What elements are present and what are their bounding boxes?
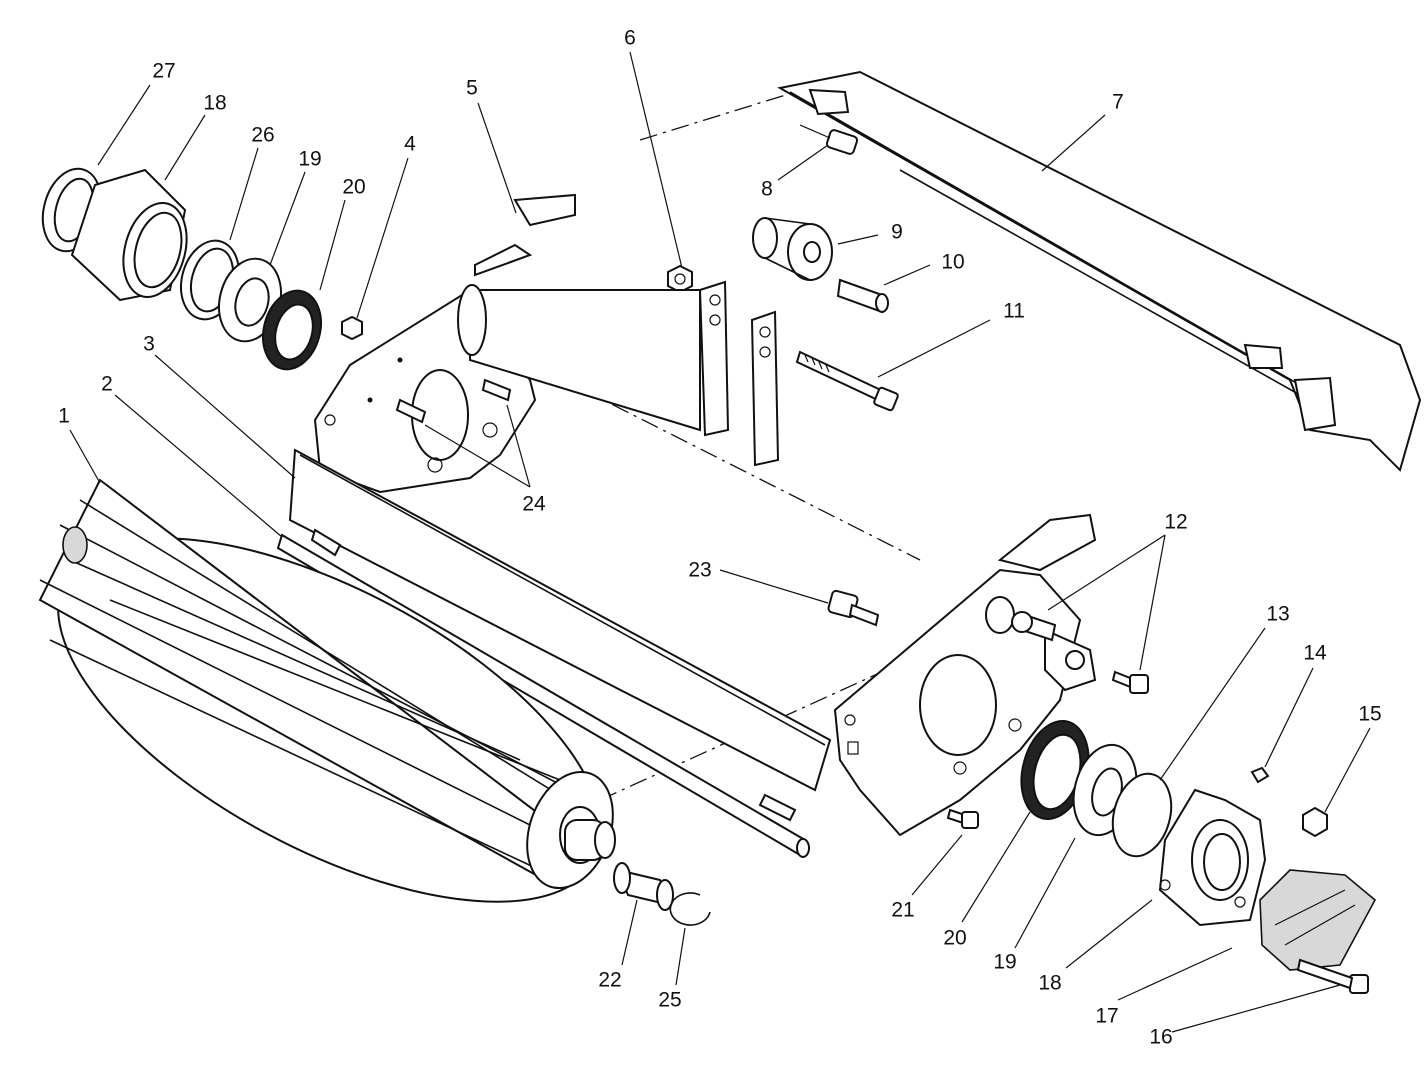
callout-labels: 27 18 26 19 20 4 5 6 7 8 9 10 11 3 2 1 2… (58, 27, 1382, 1049)
cutting-reel (38, 478, 616, 903)
callout-9: 9 (891, 221, 903, 244)
leader-lines (69, 51, 1371, 1033)
adjuster-bracket (1011, 611, 1149, 694)
callout-2: 2 (101, 373, 113, 396)
frame-nut (667, 264, 693, 294)
callout-15: 15 (1358, 703, 1381, 726)
callout-18-right: 18 (1038, 972, 1061, 995)
callout-14: 14 (1303, 642, 1327, 665)
callout-20-right: 20 (943, 927, 966, 950)
roller-pin (836, 278, 889, 314)
callout-11: 11 (1003, 300, 1025, 323)
callout-1: 1 (58, 405, 70, 428)
callout-7: 7 (1112, 91, 1124, 114)
callout-19-left: 19 (298, 148, 321, 171)
callout-19-right: 19 (993, 951, 1016, 974)
shield-bolt (799, 124, 859, 155)
callout-3: 3 (143, 333, 155, 356)
callout-21: 21 (891, 899, 914, 922)
callout-16: 16 (1149, 1026, 1172, 1049)
callout-17: 17 (1095, 1005, 1118, 1028)
callout-20-left: 20 (342, 176, 365, 199)
callout-4: 4 (404, 133, 416, 156)
callout-13: 13 (1266, 603, 1289, 626)
callout-8: 8 (761, 178, 773, 201)
callout-23: 23 (688, 559, 711, 582)
top-shield (777, 70, 1422, 472)
callout-27: 27 (152, 60, 175, 83)
reel-spacer (613, 862, 674, 911)
callout-22: 22 (598, 969, 621, 992)
callout-6: 6 (624, 27, 636, 50)
callout-26: 26 (251, 124, 274, 147)
bedknife-bar (288, 448, 832, 822)
frame-tube (457, 284, 701, 432)
callout-5: 5 (466, 77, 478, 100)
callout-10: 10 (941, 251, 964, 274)
right-bearing-stack (1020, 719, 1377, 994)
roller-brackets (698, 280, 780, 467)
callout-12: 12 (1164, 511, 1187, 534)
left-bearing-stack (41, 167, 363, 371)
dowel-pins (367, 357, 512, 424)
callout-24: 24 (522, 493, 546, 516)
side-plate-bolt (827, 589, 880, 627)
lower-bolt (946, 808, 979, 829)
long-bolt (795, 350, 899, 412)
retaining-ring (669, 892, 711, 926)
callout-18-left: 18 (203, 92, 226, 115)
roller-spool (752, 217, 833, 281)
right-side-plate (833, 513, 1097, 837)
callout-25: 25 (658, 989, 681, 1012)
